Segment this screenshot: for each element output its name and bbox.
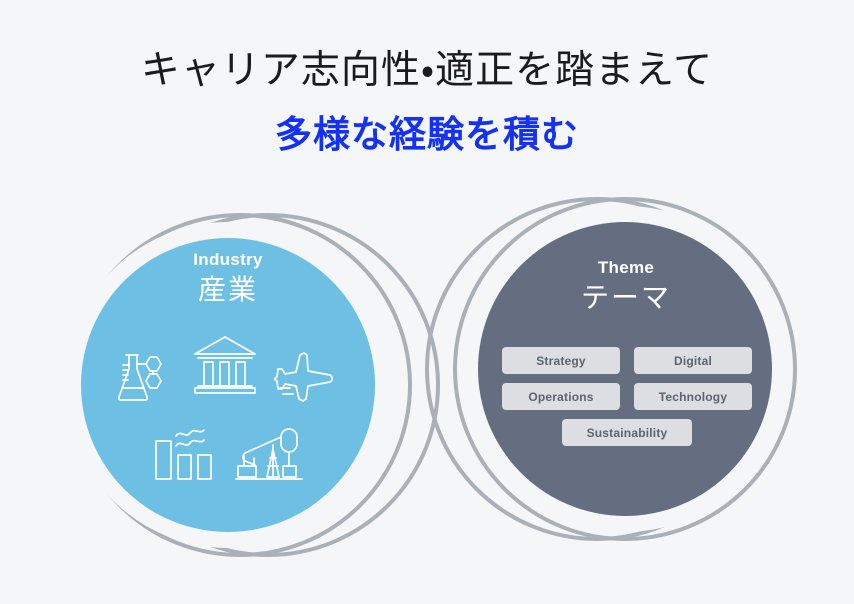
theme-tag-operations[interactable]: Operations: [502, 383, 620, 410]
left-ring-gap: [65, 222, 391, 548]
theme-tag-technology[interactable]: Technology: [634, 383, 752, 410]
title-line-2: 多様な経験を積む: [275, 114, 579, 155]
theme-tag-row: Operations Technology: [494, 383, 760, 410]
diagram-svg: [65, 197, 797, 557]
theme-circle[interactable]: [478, 222, 772, 516]
theme-tag-group: Strategy Digital Operations Technology S…: [494, 347, 760, 455]
right-ring-gap: [462, 206, 788, 532]
theme-tag-row: Sustainability: [494, 419, 760, 446]
theme-tag-sustainability[interactable]: Sustainability: [562, 419, 692, 446]
page-title: キャリア志向性・適正を踏まえて 多様な経験を積む: [0, 44, 854, 160]
title-line-1: キャリア志向性・適正を踏まえて: [140, 49, 714, 92]
right-outer-ring: [453, 197, 797, 541]
industry-circle[interactable]: [81, 238, 375, 532]
theme-tag-digital[interactable]: Digital: [634, 347, 752, 374]
venn-diagram: [0, 186, 854, 586]
theme-tag-strategy[interactable]: Strategy: [502, 347, 620, 374]
theme-tag-row: Strategy Digital: [494, 347, 760, 374]
